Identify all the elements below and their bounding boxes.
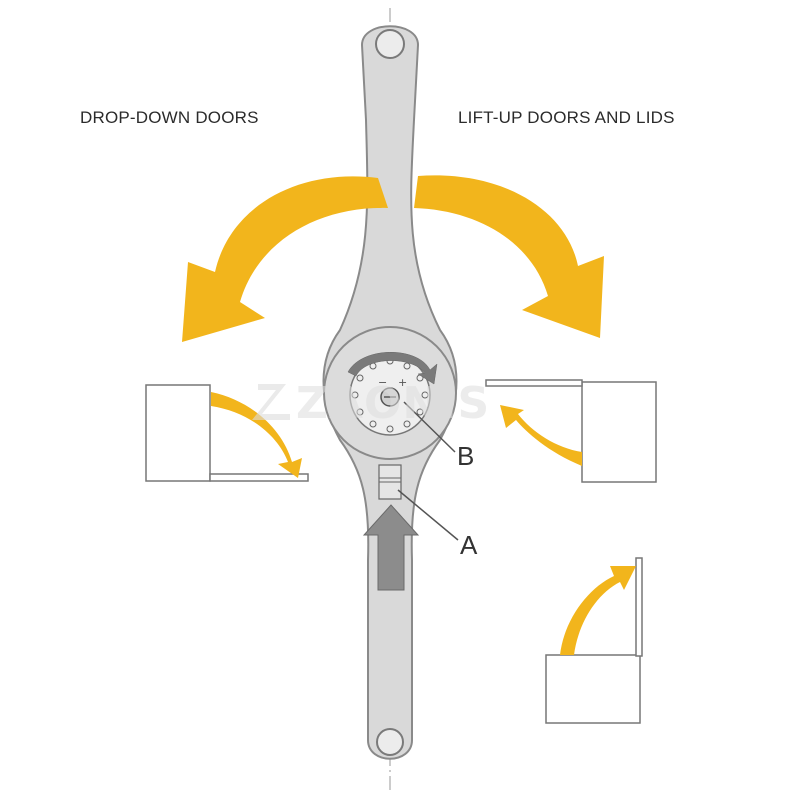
lift-up-doors-caption: LIFT-UP DOORS AND LIDS [458,108,675,127]
curved-arrow-left-icon [182,176,388,342]
stay-arm: − + [322,25,458,760]
leader-line-a [397,489,459,541]
door-swing-arrow-icon [211,392,302,478]
watermark-logo: ZAONIS [252,378,490,429]
curved-arrow-right-icon [414,175,604,338]
watermark-mark-icon [252,384,290,420]
lid-lift-arrow-icon [560,566,636,655]
bottom-eyelet [376,728,404,756]
door-lift-arrow-icon [500,405,582,466]
label-a: A [460,530,478,560]
label-b: B [457,441,474,471]
top-eyelet [375,29,405,59]
dial-minus-mark: − [378,376,387,389]
dial-plus-mark: + [398,376,407,389]
rotation-arrow-icon [347,352,438,385]
lid-illustration [545,557,643,724]
drop-down-doors-caption: DROP-DOWN DOORS [80,108,259,127]
drop-down-door-illustration [145,384,309,482]
leader-line-b [403,401,456,453]
lift-up-door-illustration [485,379,657,483]
arrow-up-icon [362,504,420,591]
dial-ticks [351,357,429,433]
svg-text:ZAONIS: ZAONIS [296,378,490,429]
